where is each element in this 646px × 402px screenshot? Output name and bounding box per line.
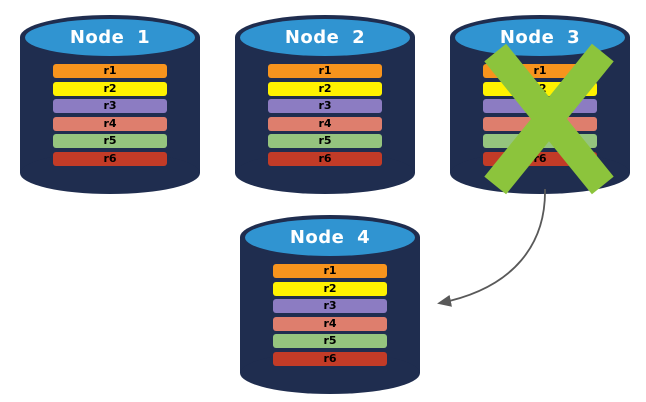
- node-1-row-r1: r1: [53, 64, 167, 78]
- node-1-row-r2: r2: [53, 81, 167, 96]
- node-2-row-r5: r5: [268, 134, 382, 148]
- node-3-row-r1: r1: [483, 64, 597, 78]
- node-3-row-r4: r4: [483, 116, 597, 131]
- node-4-row-r2: r2: [273, 281, 387, 296]
- node-4-row-r5: r5: [273, 334, 387, 348]
- node-2-title: Node 2: [284, 27, 366, 48]
- node-3: Node 3 r1 r2 r3 r4 r5 r6: [450, 15, 630, 194]
- node-2-row-r2: r2: [268, 81, 382, 96]
- node-3-row-r2: r2: [483, 81, 597, 96]
- node-3-rows: r1 r2 r3 r4 r5 r6: [483, 64, 597, 166]
- node-2-row-r3: r3: [268, 99, 382, 113]
- node-2-rows: r1 r2 r3 r4 r5 r6: [268, 64, 382, 166]
- node-4-row-r6: r6: [273, 351, 387, 366]
- node-1-rows: r1 r2 r3 r4 r5 r6: [53, 64, 167, 166]
- node-1: Node 1 r1 r2 r3 r4 r5 r6: [20, 15, 200, 194]
- node-2-row-r6: r6: [268, 151, 382, 166]
- node-4-cylinder-cap: Node 4: [245, 219, 415, 256]
- node-2-cylinder-cap: Node 2: [240, 19, 410, 56]
- node-1-row-r3: r3: [53, 99, 167, 113]
- node-1-row-r5: r5: [53, 134, 167, 148]
- node-1-row-r4: r4: [53, 116, 167, 131]
- node-1-title: Node 1: [69, 27, 151, 48]
- node-2-row-r1: r1: [268, 64, 382, 78]
- node-4-row-r3: r3: [273, 299, 387, 313]
- node-4-row-r4: r4: [273, 316, 387, 331]
- node-2: Node 2 r1 r2 r3 r4 r5 r6: [235, 15, 415, 194]
- node-2-row-r4: r4: [268, 116, 382, 131]
- node-4: Node 4 r1 r2 r3 r4 r5 r6: [240, 215, 420, 394]
- node-3-cylinder-cap: Node 3: [455, 19, 625, 56]
- node-4-title: Node 4: [289, 227, 371, 248]
- node-3-row-r5: r5: [483, 134, 597, 148]
- node-3-row-r6: r6: [483, 151, 597, 166]
- node-3-title: Node 3: [499, 27, 581, 48]
- node-4-rows: r1 r2 r3 r4 r5 r6: [273, 264, 387, 366]
- node-4-row-r1: r1: [273, 264, 387, 278]
- node-1-row-r6: r6: [53, 151, 167, 166]
- node-3-row-r3: r3: [483, 99, 597, 113]
- node-1-cylinder-cap: Node 1: [25, 19, 195, 56]
